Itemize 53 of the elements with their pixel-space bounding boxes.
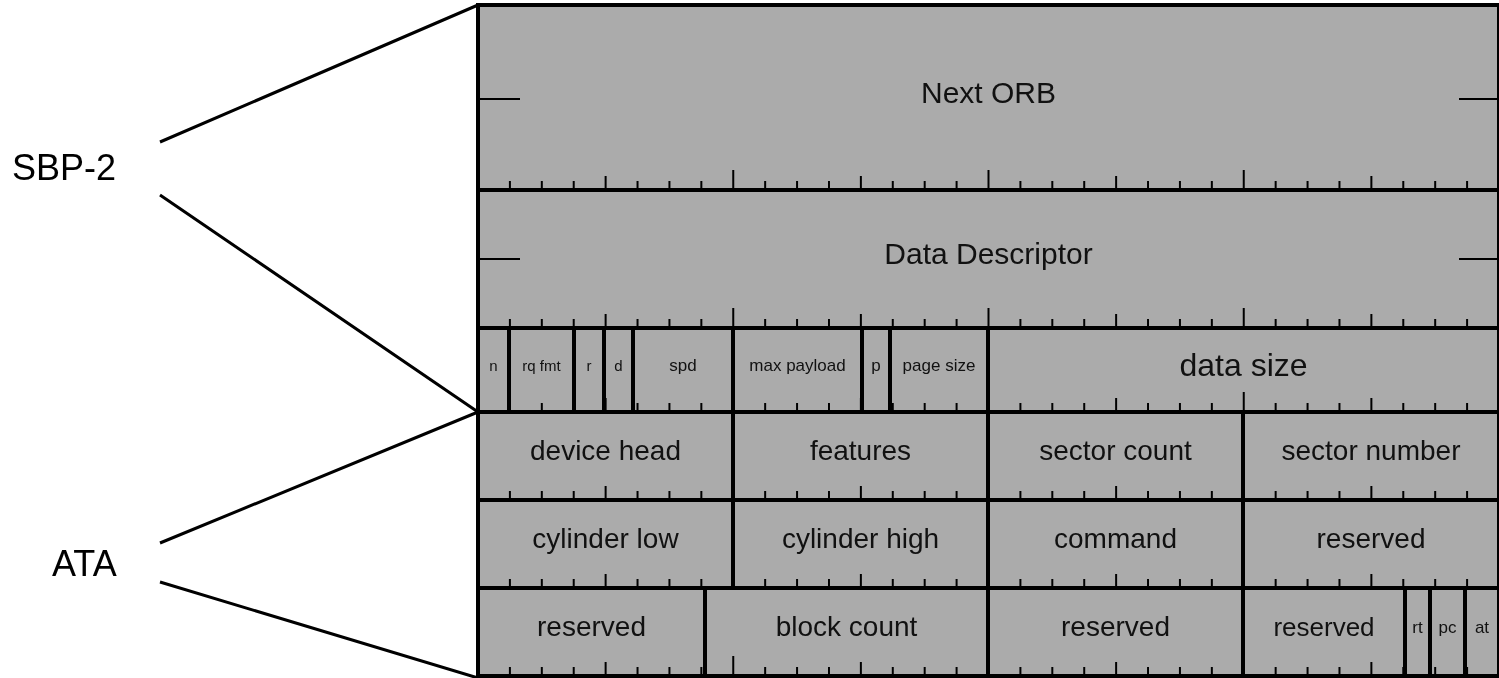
field-name: block count — [775, 613, 918, 641]
register-field — [988, 412, 1243, 500]
register-field — [988, 588, 1243, 676]
protocol-label: SBP-2 — [12, 150, 117, 186]
register-field — [733, 412, 988, 500]
field-name: rq fmt — [522, 357, 561, 373]
field-name: sector count — [1039, 437, 1192, 465]
register-field — [1243, 500, 1499, 588]
register-field — [1465, 588, 1499, 676]
register-field — [705, 588, 988, 676]
register-field — [604, 328, 633, 412]
field-name: Next ORB — [921, 77, 1056, 108]
field-name: spd — [669, 356, 697, 374]
protocol-label: ATA — [52, 546, 117, 582]
register-field — [1243, 588, 1405, 676]
field-name: p — [871, 356, 881, 374]
field-name: d — [614, 357, 623, 373]
register-field — [478, 190, 1499, 328]
field-name: r — [586, 357, 592, 373]
field-name: sector number — [1281, 437, 1461, 465]
register-field — [733, 500, 988, 588]
register-field — [1405, 588, 1430, 676]
field-name: features — [809, 437, 912, 465]
register-field — [478, 588, 705, 676]
register-field — [862, 328, 890, 412]
register-field — [509, 328, 574, 412]
register-field — [478, 412, 733, 500]
register-field — [1243, 412, 1499, 500]
field-name: cylinder high — [781, 525, 940, 553]
register-field — [988, 500, 1243, 588]
register-field — [1430, 588, 1465, 676]
field-name: reserved — [1061, 613, 1170, 641]
field-name: reserved — [1273, 614, 1375, 640]
register-field — [478, 500, 733, 588]
field-name: reserved — [537, 613, 646, 641]
field-name: data size — [1179, 349, 1308, 381]
field-name: rt — [1412, 618, 1423, 636]
field-name: at — [1474, 618, 1490, 636]
field-name: max payload — [749, 356, 846, 374]
register-field — [633, 328, 733, 412]
field-name: page size — [902, 356, 976, 374]
field-name: command — [1054, 525, 1177, 553]
register-field — [574, 328, 604, 412]
field-name: Data Descriptor — [884, 239, 1093, 269]
register-field — [478, 328, 509, 412]
field-name: device head — [530, 437, 681, 465]
field-name: pc — [1438, 618, 1457, 636]
register-field — [733, 328, 862, 412]
register-field — [988, 328, 1499, 412]
field-name: n — [489, 357, 498, 373]
field-name: reserved — [1316, 525, 1426, 553]
field-name: cylinder low — [532, 525, 679, 553]
register-field — [890, 328, 988, 412]
